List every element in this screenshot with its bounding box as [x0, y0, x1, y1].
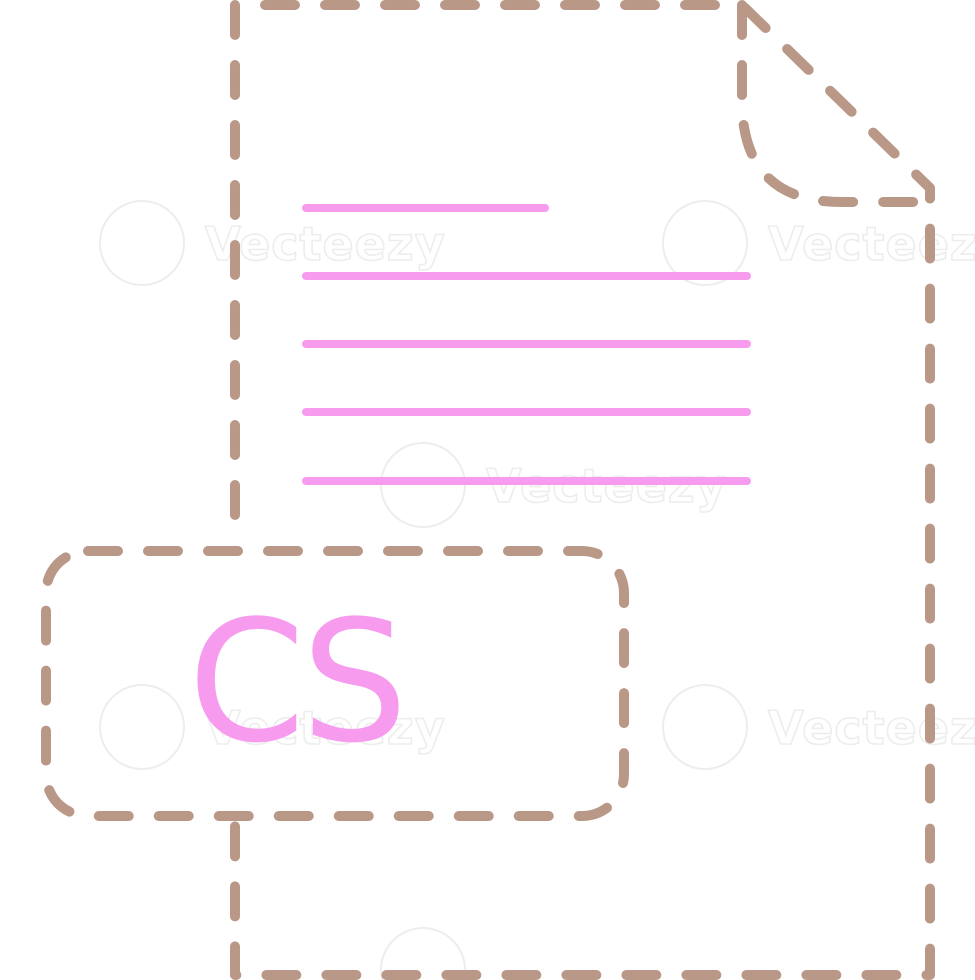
watermark-text: Vecteezy — [486, 459, 727, 513]
file-type-label: CS — [188, 584, 404, 780]
document-outline — [230, 0, 935, 980]
watermark-group: Vecteezy Vecteezy Vecteezy Vecteezy Vect… — [99, 200, 975, 980]
folded-corner — [737, 0, 935, 207]
watermark-text: Vecteezy — [768, 701, 975, 755]
document-text-lines — [302, 204, 751, 485]
watermark-text: Vecteezy — [205, 217, 446, 271]
label-box — [41, 546, 629, 821]
watermark-text: Vecteezy — [205, 701, 446, 755]
watermark-text: Vecteezy — [768, 217, 975, 271]
